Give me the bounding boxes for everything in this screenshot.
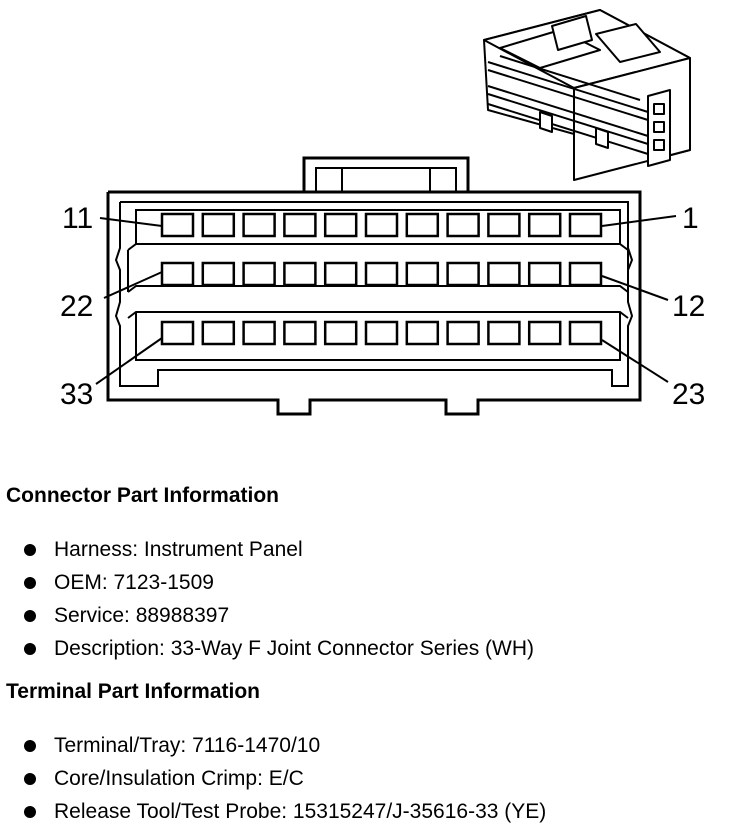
- list-item: Description: 33-Way F Joint Connector Se…: [24, 634, 534, 667]
- pin-leader-lines: [95, 215, 677, 385]
- cavity-grid: [160, 212, 603, 346]
- terminal-cavity: [201, 212, 236, 238]
- terminal-cavity: [527, 320, 562, 346]
- terminal-part-list: Terminal/Tray: 7116-1470/10 Core/Insulat…: [24, 731, 546, 830]
- pin-label-12: 12: [672, 290, 705, 323]
- pin-label-23: 23: [672, 378, 705, 411]
- terminal-part-title: Terminal Part Information: [6, 680, 260, 703]
- pin-label-11: 11: [62, 202, 93, 235]
- terminal-cavity: [364, 320, 399, 346]
- terminal-cavity: [160, 212, 195, 238]
- terminal-cavity: [527, 261, 562, 287]
- terminal-cavity: [568, 320, 603, 346]
- terminal-cavity: [527, 212, 562, 238]
- connector-diagram: 11 1 22 12 33 23: [60, 9, 705, 416]
- terminal-cavity: [364, 212, 399, 238]
- terminal-cavity: [487, 320, 521, 346]
- list-item-text: Terminal/Tray: 7116-1470/10: [54, 734, 321, 757]
- list-item-text: Harness: Instrument Panel: [54, 538, 303, 561]
- list-item-text: Core/Insulation Crimp: E/C: [54, 767, 304, 790]
- terminal-cavity: [283, 261, 317, 287]
- terminal-cavity: [242, 261, 276, 287]
- bullet-icon: [24, 740, 36, 752]
- list-item-text: OEM: 7123-1509: [54, 571, 214, 594]
- pin-label-33: 33: [60, 378, 93, 411]
- list-item: OEM: 7123-1509: [24, 568, 534, 601]
- terminal-cavity: [323, 261, 358, 287]
- pin-label-22: 22: [60, 290, 93, 323]
- list-item: Harness: Instrument Panel: [24, 535, 534, 568]
- terminal-cavity: [446, 261, 480, 287]
- bullet-icon: [24, 806, 36, 818]
- list-item-text: Description: 33-Way F Joint Connector Se…: [54, 637, 535, 660]
- pin-label-1: 1: [682, 202, 699, 235]
- terminal-cavity: [405, 212, 440, 238]
- terminal-cavity: [568, 261, 603, 287]
- bullet-icon: [24, 610, 36, 622]
- connector-part-list: Harness: Instrument Panel OEM: 7123-1509…: [24, 535, 534, 667]
- terminal-cavity: [323, 320, 358, 346]
- terminal-cavity: [568, 212, 603, 238]
- terminal-cavity: [487, 261, 521, 287]
- terminal-cavity: [283, 212, 317, 238]
- list-item-text: Service: 88988397: [54, 604, 230, 627]
- bullet-icon: [24, 577, 36, 589]
- bullet-icon: [24, 643, 36, 655]
- terminal-cavity: [446, 212, 480, 238]
- terminal-cavity: [446, 320, 480, 346]
- connector-illustration: [483, 9, 691, 181]
- terminal-cavity: [405, 261, 440, 287]
- terminal-cavity: [323, 212, 358, 238]
- terminal-cavity: [242, 320, 276, 346]
- bullet-icon: [24, 773, 36, 785]
- terminal-cavity: [160, 320, 195, 346]
- bullet-icon: [24, 544, 36, 556]
- terminal-cavity: [405, 320, 440, 346]
- list-item: Service: 88988397: [24, 601, 534, 634]
- terminal-cavity: [201, 320, 236, 346]
- list-item: Release Tool/Test Probe: 15315247/J-3561…: [24, 797, 546, 830]
- terminal-cavity: [160, 261, 195, 287]
- connector-face: [106, 156, 642, 416]
- list-item-text: Release Tool/Test Probe: 15315247/J-3561…: [54, 800, 547, 823]
- terminal-cavity: [364, 261, 399, 287]
- list-item: Terminal/Tray: 7116-1470/10: [24, 731, 546, 764]
- terminal-cavity: [487, 212, 521, 238]
- connector-part-title: Connector Part Information: [6, 484, 280, 507]
- terminal-cavity: [283, 320, 317, 346]
- terminal-cavity: [201, 261, 236, 287]
- terminal-cavity: [242, 212, 276, 238]
- list-item: Core/Insulation Crimp: E/C: [24, 764, 546, 797]
